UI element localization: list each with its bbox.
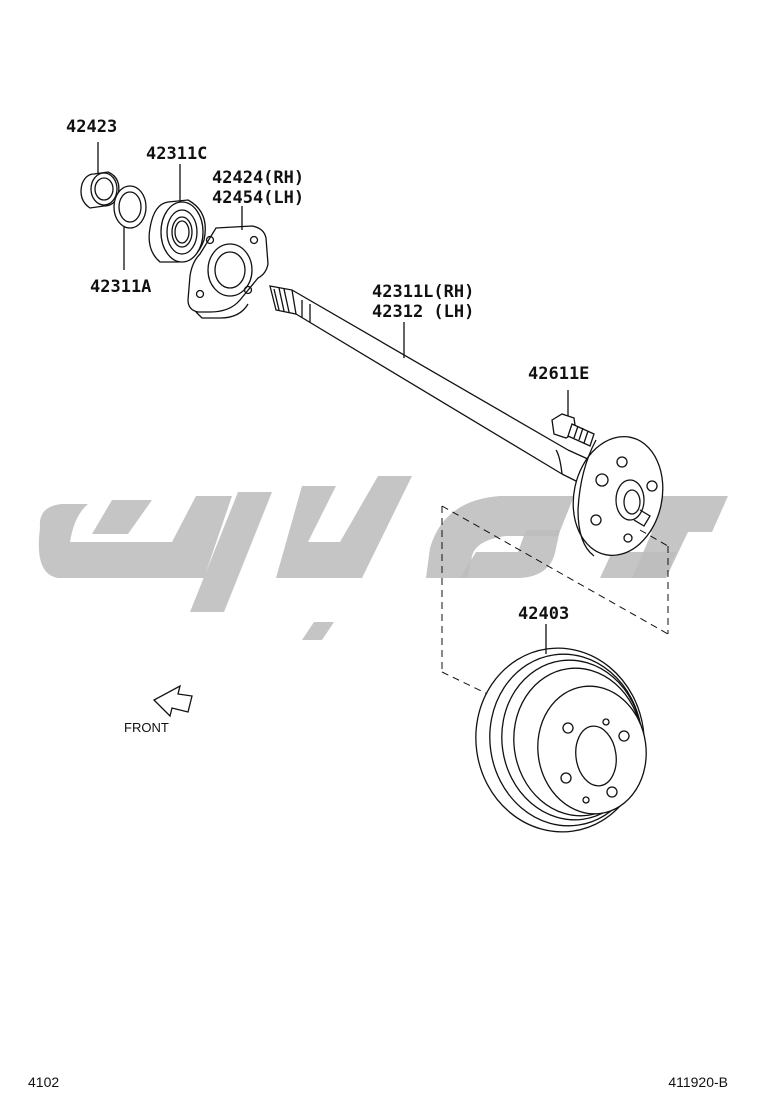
ring-label: 42311A (90, 277, 151, 297)
front-label: FRONT (124, 720, 169, 735)
shaft-rh-label: 42311L(RH) (372, 282, 474, 302)
front-arrow-icon (152, 684, 193, 718)
hub-bolt-part[interactable] (551, 413, 595, 447)
retainer-rh-label: 42424(RH) (212, 168, 304, 188)
retainer-plate-part[interactable] (187, 225, 269, 319)
page-number: 4102 (28, 1074, 60, 1090)
axle-shaft-part[interactable] (269, 285, 674, 564)
hub-bolt-label: 42611E (528, 364, 589, 384)
brake-drum-part[interactable] (464, 637, 656, 843)
figure-code: 411920-B (668, 1074, 728, 1090)
shaft-lh-label: 42312 (LH) (372, 302, 474, 322)
brake-drum-label: 42403 (518, 604, 569, 624)
bearing-part[interactable] (148, 199, 206, 263)
inner-seal-label: 42423 (66, 117, 117, 137)
retainer-lh-label: 42454(LH) (212, 188, 304, 208)
bearing-label: 42311C (146, 144, 207, 164)
ring-part[interactable] (113, 185, 147, 229)
inner-seal-part[interactable] (80, 171, 120, 209)
watermark-logo (38, 476, 728, 640)
